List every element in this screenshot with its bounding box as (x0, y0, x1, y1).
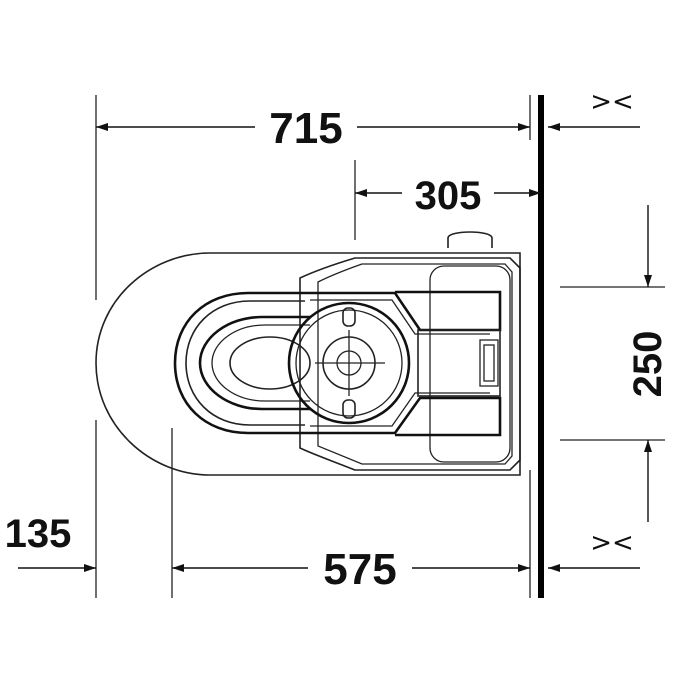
outlet-ring (287, 301, 411, 425)
wall-symbol-bottom: >< (590, 528, 634, 558)
fixing-slot-top (342, 307, 356, 327)
rear-housing (299, 257, 521, 471)
flush-valve (447, 231, 493, 248)
dimension-575-label: 575 (323, 545, 396, 594)
hinge-arm-top (305, 290, 502, 332)
bowl-outline (95, 252, 521, 476)
fixing-slot-bottom (342, 399, 356, 419)
dimension-715: 715 (96, 104, 530, 153)
hinge-block (417, 329, 501, 397)
dimension-305: 305 (355, 174, 541, 218)
dimension-135: 135 (5, 512, 96, 572)
hinge-arm-bottom (305, 396, 502, 437)
wall-arrows-bottom: >< (548, 528, 640, 572)
wall-symbol-top: >< (590, 87, 634, 117)
dimension-715-label: 715 (269, 104, 342, 153)
seat-outer (173, 291, 305, 435)
dimension-305-label: 305 (415, 174, 482, 218)
extension-lines (95, 95, 665, 598)
dimension-575: 575 (172, 545, 530, 594)
dimension-250-label: 250 (626, 331, 670, 398)
water-surface (229, 336, 311, 390)
dimension-135-label: 135 (5, 512, 72, 556)
wall-arrows-top: >< (548, 87, 640, 131)
seat-inner (198, 315, 310, 411)
toilet-top-view (95, 231, 521, 476)
dimension-250: 250 (626, 205, 670, 522)
